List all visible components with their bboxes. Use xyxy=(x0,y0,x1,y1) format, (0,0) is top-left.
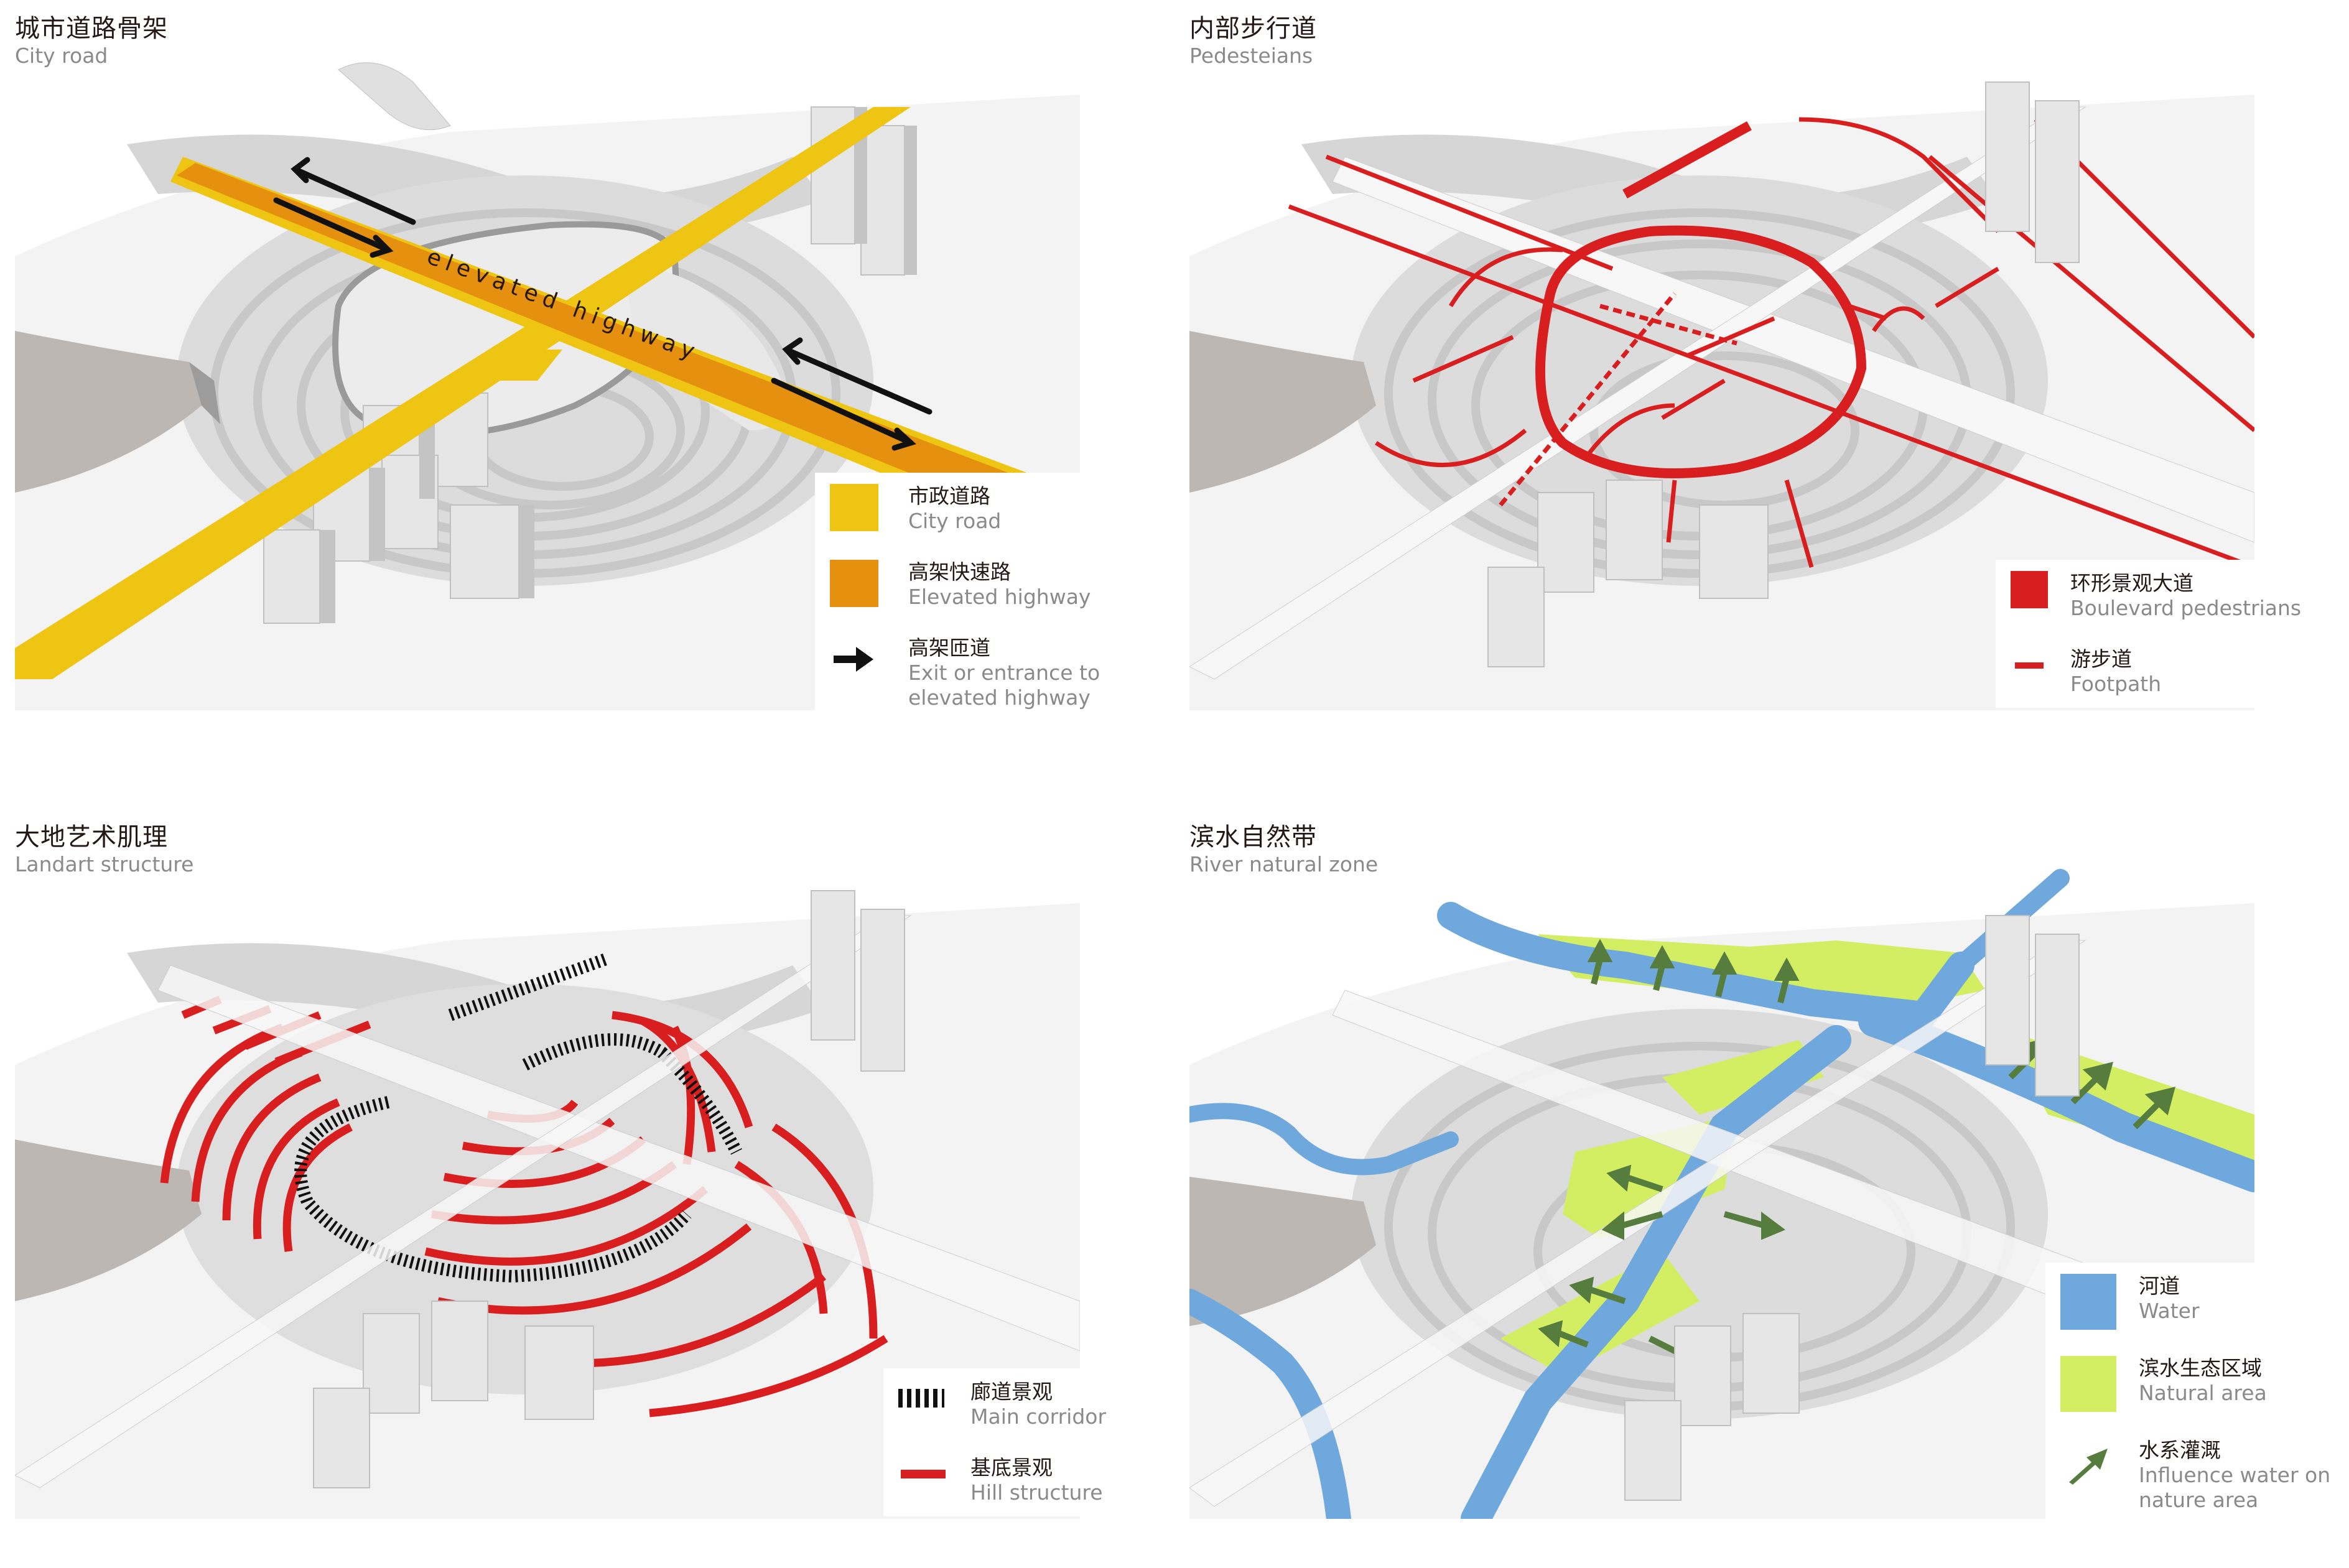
legend-label-zh: 游步道 xyxy=(2070,647,2132,671)
red-swatch-icon xyxy=(2011,571,2048,608)
legend-label-zh: 水系灌溉 xyxy=(2139,1438,2221,1462)
legend-item: 基底景观 Hill structure xyxy=(898,1455,1106,1505)
legend-label-en: Footpath xyxy=(2070,672,2162,696)
panel-title: 城市道路骨架 City road xyxy=(15,14,168,68)
legend-label-en: Boulevard pedestrians xyxy=(2070,596,2302,620)
title-zh: 内部步行道 xyxy=(1189,14,1317,43)
legend-label-en: Main corridor xyxy=(970,1404,1107,1429)
landart-diagram xyxy=(15,890,1080,1519)
legend-label-zh: 基底景观 xyxy=(970,1455,1053,1480)
legend-label-en: Exit or entrance to elevated highway xyxy=(908,661,1100,710)
legend-label-zh: 环形景观大道 xyxy=(2070,571,2193,595)
city-road-diagram: elevated highway xyxy=(15,62,1080,710)
legend-item: 滨水生态区域 Natural area xyxy=(2060,1356,2334,1412)
title-en: Pedesteians xyxy=(1189,44,1313,68)
legend-item: 水系灌溉 Influence water on nature area xyxy=(2060,1438,2334,1513)
orange-swatch-icon xyxy=(830,560,878,607)
green-swatch-icon xyxy=(2060,1356,2116,1412)
legend-label-en: Influence water on nature area xyxy=(2139,1463,2331,1512)
footpaths xyxy=(1288,117,2254,570)
legend-item: 廊道景观 Main corridor xyxy=(898,1380,1106,1429)
legend-label-zh: 河道 xyxy=(2139,1274,2180,1298)
green-arrow-icon xyxy=(2060,1438,2116,1494)
legend-landart: 廊道景观 Main corridor 基底景观 Hill structure xyxy=(883,1368,1122,1516)
yellow-swatch-icon xyxy=(830,484,878,531)
legend-label-zh: 高架快速路 xyxy=(908,560,1011,584)
title-zh: 大地艺术肌理 xyxy=(15,823,168,851)
river-map xyxy=(1189,866,2254,1519)
legend-river: 河道 Water 滨水生态区域 Natural area 水系灌溉 Influe… xyxy=(2045,1263,2349,1524)
legend-label-zh: 滨水生态区域 xyxy=(2139,1356,2262,1380)
legend-item: 游步道 Footpath xyxy=(2011,647,2301,697)
legend-label-zh: 市政道路 xyxy=(908,484,990,508)
city-road-band xyxy=(15,107,911,679)
elevated-highway-core xyxy=(177,163,1080,542)
title-en: City road xyxy=(15,44,108,68)
ramp-arrows xyxy=(273,157,933,451)
panel-title: 大地艺术肌理 Landart structure xyxy=(15,822,193,877)
landart-map xyxy=(15,866,1080,1519)
title-zh: 滨水自然带 xyxy=(1189,823,1317,851)
legend-city-road: 市政道路 City road 高架快速路 Elevated highway 高架… xyxy=(815,473,1122,721)
red-line-icon xyxy=(2011,647,2048,684)
legend-label-en: Water xyxy=(2139,1299,2200,1323)
hatched-bar-icon xyxy=(898,1380,948,1417)
legend-label-en: City road xyxy=(908,509,1002,533)
title-en: Landart structure xyxy=(15,852,194,876)
water-channels xyxy=(1189,869,2254,1519)
legend-pedestrians: 环形景观大道 Boulevard pedestrians 游步道 Footpat… xyxy=(1996,560,2317,708)
pedestrians-map xyxy=(1189,57,2254,710)
panel-pedestrians: 内部步行道 Pedesteians xyxy=(1174,0,2349,759)
legend-item: 河道 Water xyxy=(2060,1274,2334,1330)
legend-label-en: Natural area xyxy=(2139,1381,2267,1405)
legend-item: 高架快速路 Elevated highway xyxy=(830,560,1107,610)
legend-label-zh: 廊道景观 xyxy=(970,1380,1053,1404)
legend-label-en: Elevated highway xyxy=(908,585,1091,609)
legend-item: 环形景观大道 Boulevard pedestrians xyxy=(2011,571,2301,621)
boulevard-loop xyxy=(1535,121,1867,478)
legend-item: 高架匝道 Exit or entrance to elevated highwa… xyxy=(830,636,1107,710)
legend-label-en: Hill structure xyxy=(970,1480,1103,1505)
title-zh: 城市道路骨架 xyxy=(15,14,168,43)
legend-item: 市政道路 City road xyxy=(830,484,1107,534)
panel-title: 内部步行道 Pedesteians xyxy=(1189,14,1317,68)
panel-city-road: 城市道路骨架 City road xyxy=(0,0,1174,759)
city-road-map: elevated highway xyxy=(15,57,1080,710)
black-arrow-icon xyxy=(830,636,878,683)
blue-swatch-icon xyxy=(2060,1274,2116,1330)
panel-title: 滨水自然带 River natural zone xyxy=(1189,822,1378,877)
legend-label-zh: 高架匝道 xyxy=(908,636,990,660)
river-diagram xyxy=(1189,869,2254,1519)
pedestrians-diagram xyxy=(1189,81,2254,710)
panel-river-natural-zone: 滨水自然带 River natural zone xyxy=(1174,809,2349,1568)
red-line-icon xyxy=(898,1455,948,1493)
title-en: River natural zone xyxy=(1189,852,1379,876)
panel-landart-structure: 大地艺术肌理 Landart structure xyxy=(0,809,1174,1568)
